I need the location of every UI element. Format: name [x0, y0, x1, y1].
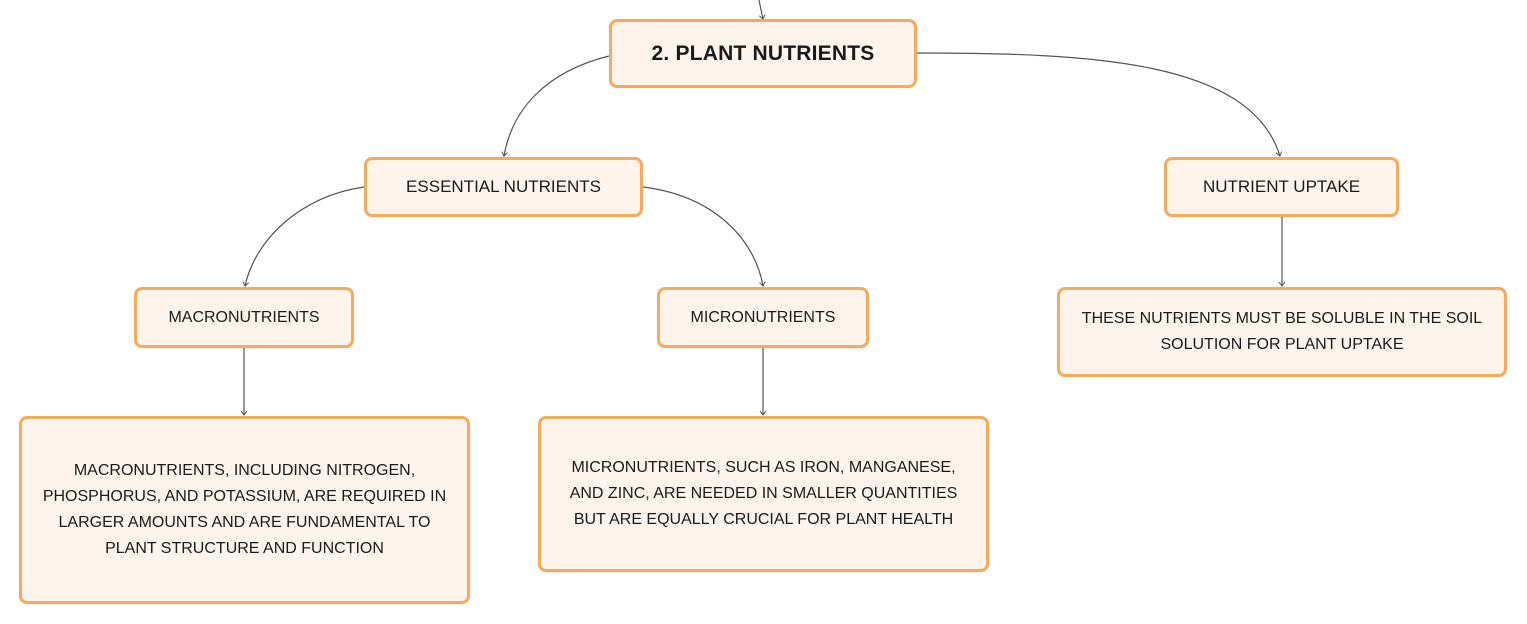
root-node-plant-nutrients[interactable]: 2. PLANT NUTRIENTS — [609, 19, 917, 88]
connector-essential-to-macro — [245, 186, 365, 286]
node-essential-nutrients-label: ESSENTIAL NUTRIENTS — [406, 177, 601, 196]
node-macronutrients[interactable]: MACRONUTRIENTS — [134, 287, 354, 348]
node-micronutrients-description[interactable]: MICRONUTRIENTS, SUCH AS IRON, MANGANESE,… — [538, 416, 989, 572]
node-nutrient-uptake-description[interactable]: THESE NUTRIENTS MUST BE SOLUBLE IN THE S… — [1057, 287, 1507, 377]
connector-root-to-uptake — [916, 52, 1280, 156]
connector-root-to-essential — [504, 55, 610, 156]
connector-incoming-root — [758, 0, 763, 19]
node-nutrient-uptake-label: NUTRIENT UPTAKE — [1202, 177, 1361, 196]
node-essential-nutrients[interactable]: ESSENTIAL NUTRIENTS — [364, 157, 643, 217]
node-nutrient-uptake[interactable]: NUTRIENT UPTAKE — [1164, 157, 1399, 217]
micronutrients-description-text: MICRONUTRIENTS, SUCH AS IRON, MANGANESE,… — [569, 459, 958, 528]
node-macronutrients-description[interactable]: MACRONUTRIENTS, INCLUDING NITROGEN, PHOS… — [19, 416, 470, 604]
node-micronutrients-label: MICRONUTRIENTS — [690, 308, 836, 326]
root-node-label: 2. PLANT NUTRIENTS — [651, 41, 875, 65]
connector-essential-to-micro — [642, 186, 763, 286]
nutrient-uptake-description-text: THESE NUTRIENTS MUST BE SOLUBLE IN THE S… — [1081, 310, 1483, 353]
node-micronutrients[interactable]: MICRONUTRIENTS — [657, 287, 869, 348]
macronutrients-description-text: MACRONUTRIENTS, INCLUDING NITROGEN, PHOS… — [42, 462, 447, 557]
node-macronutrients-label: MACRONUTRIENTS — [168, 308, 320, 326]
